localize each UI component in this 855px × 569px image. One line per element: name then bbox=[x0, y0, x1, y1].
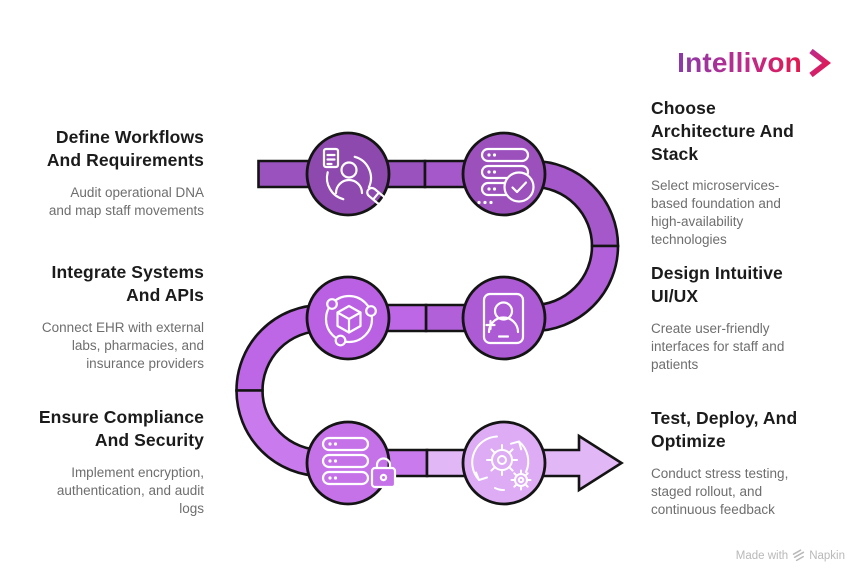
step-title: Define Workflows And Requirements bbox=[46, 127, 204, 170]
chevron-right-icon bbox=[809, 48, 831, 78]
step-title: Test, Deploy, And Optimize bbox=[651, 408, 798, 451]
step-description: Audit operational DNA and map staff move… bbox=[48, 184, 204, 218]
gears-refresh-icon bbox=[471, 435, 532, 492]
brand-logo-text: Intellivon bbox=[677, 47, 802, 78]
attribution: Made with Napkin bbox=[736, 549, 845, 562]
cube-network-icon bbox=[324, 294, 377, 347]
step-text-integrate-systems: Integrate Systems And APIs Connect EHR w… bbox=[8, 261, 204, 373]
step-description: Select microservices- based foundation a… bbox=[651, 178, 781, 248]
step-text-ensure-compliance: Ensure Compliance And Security Implement… bbox=[8, 406, 204, 518]
server-lock-icon bbox=[321, 436, 397, 489]
server-check-icon bbox=[477, 147, 535, 205]
napkin-logo-icon bbox=[792, 549, 805, 562]
step-text-choose-architecture: Choose Architecture And Stack Select mic… bbox=[651, 97, 847, 250]
step-circle-2 bbox=[461, 131, 547, 217]
brand-logo: Intellivon bbox=[677, 47, 833, 79]
step-description: Connect EHR with external labs, pharmaci… bbox=[41, 319, 204, 371]
step-title: Design Intuitive UI/UX bbox=[651, 263, 783, 306]
staff-workflow-icon bbox=[322, 147, 386, 206]
step-text-design-uiux: Design Intuitive UI/UX Create user-frien… bbox=[651, 262, 847, 374]
step-title: Integrate Systems And APIs bbox=[51, 262, 204, 305]
step-title: Choose Architecture And Stack bbox=[651, 98, 794, 164]
patient-card-icon bbox=[482, 292, 525, 345]
step-title: Ensure Compliance And Security bbox=[38, 407, 204, 450]
step-description: Create user-friendly interfaces for staf… bbox=[651, 320, 785, 372]
napkin-brand-label: Napkin bbox=[809, 549, 845, 562]
step-text-define-workflows: Define Workflows And Requirements Audit … bbox=[8, 126, 204, 220]
step-description: Implement encryption, authentication, an… bbox=[56, 464, 204, 516]
step-description: Conduct stress testing, staged rollout, … bbox=[651, 465, 789, 517]
step-text-test-deploy: Test, Deploy, And Optimize Conduct stres… bbox=[651, 407, 847, 519]
made-with-label: Made with bbox=[735, 549, 789, 562]
